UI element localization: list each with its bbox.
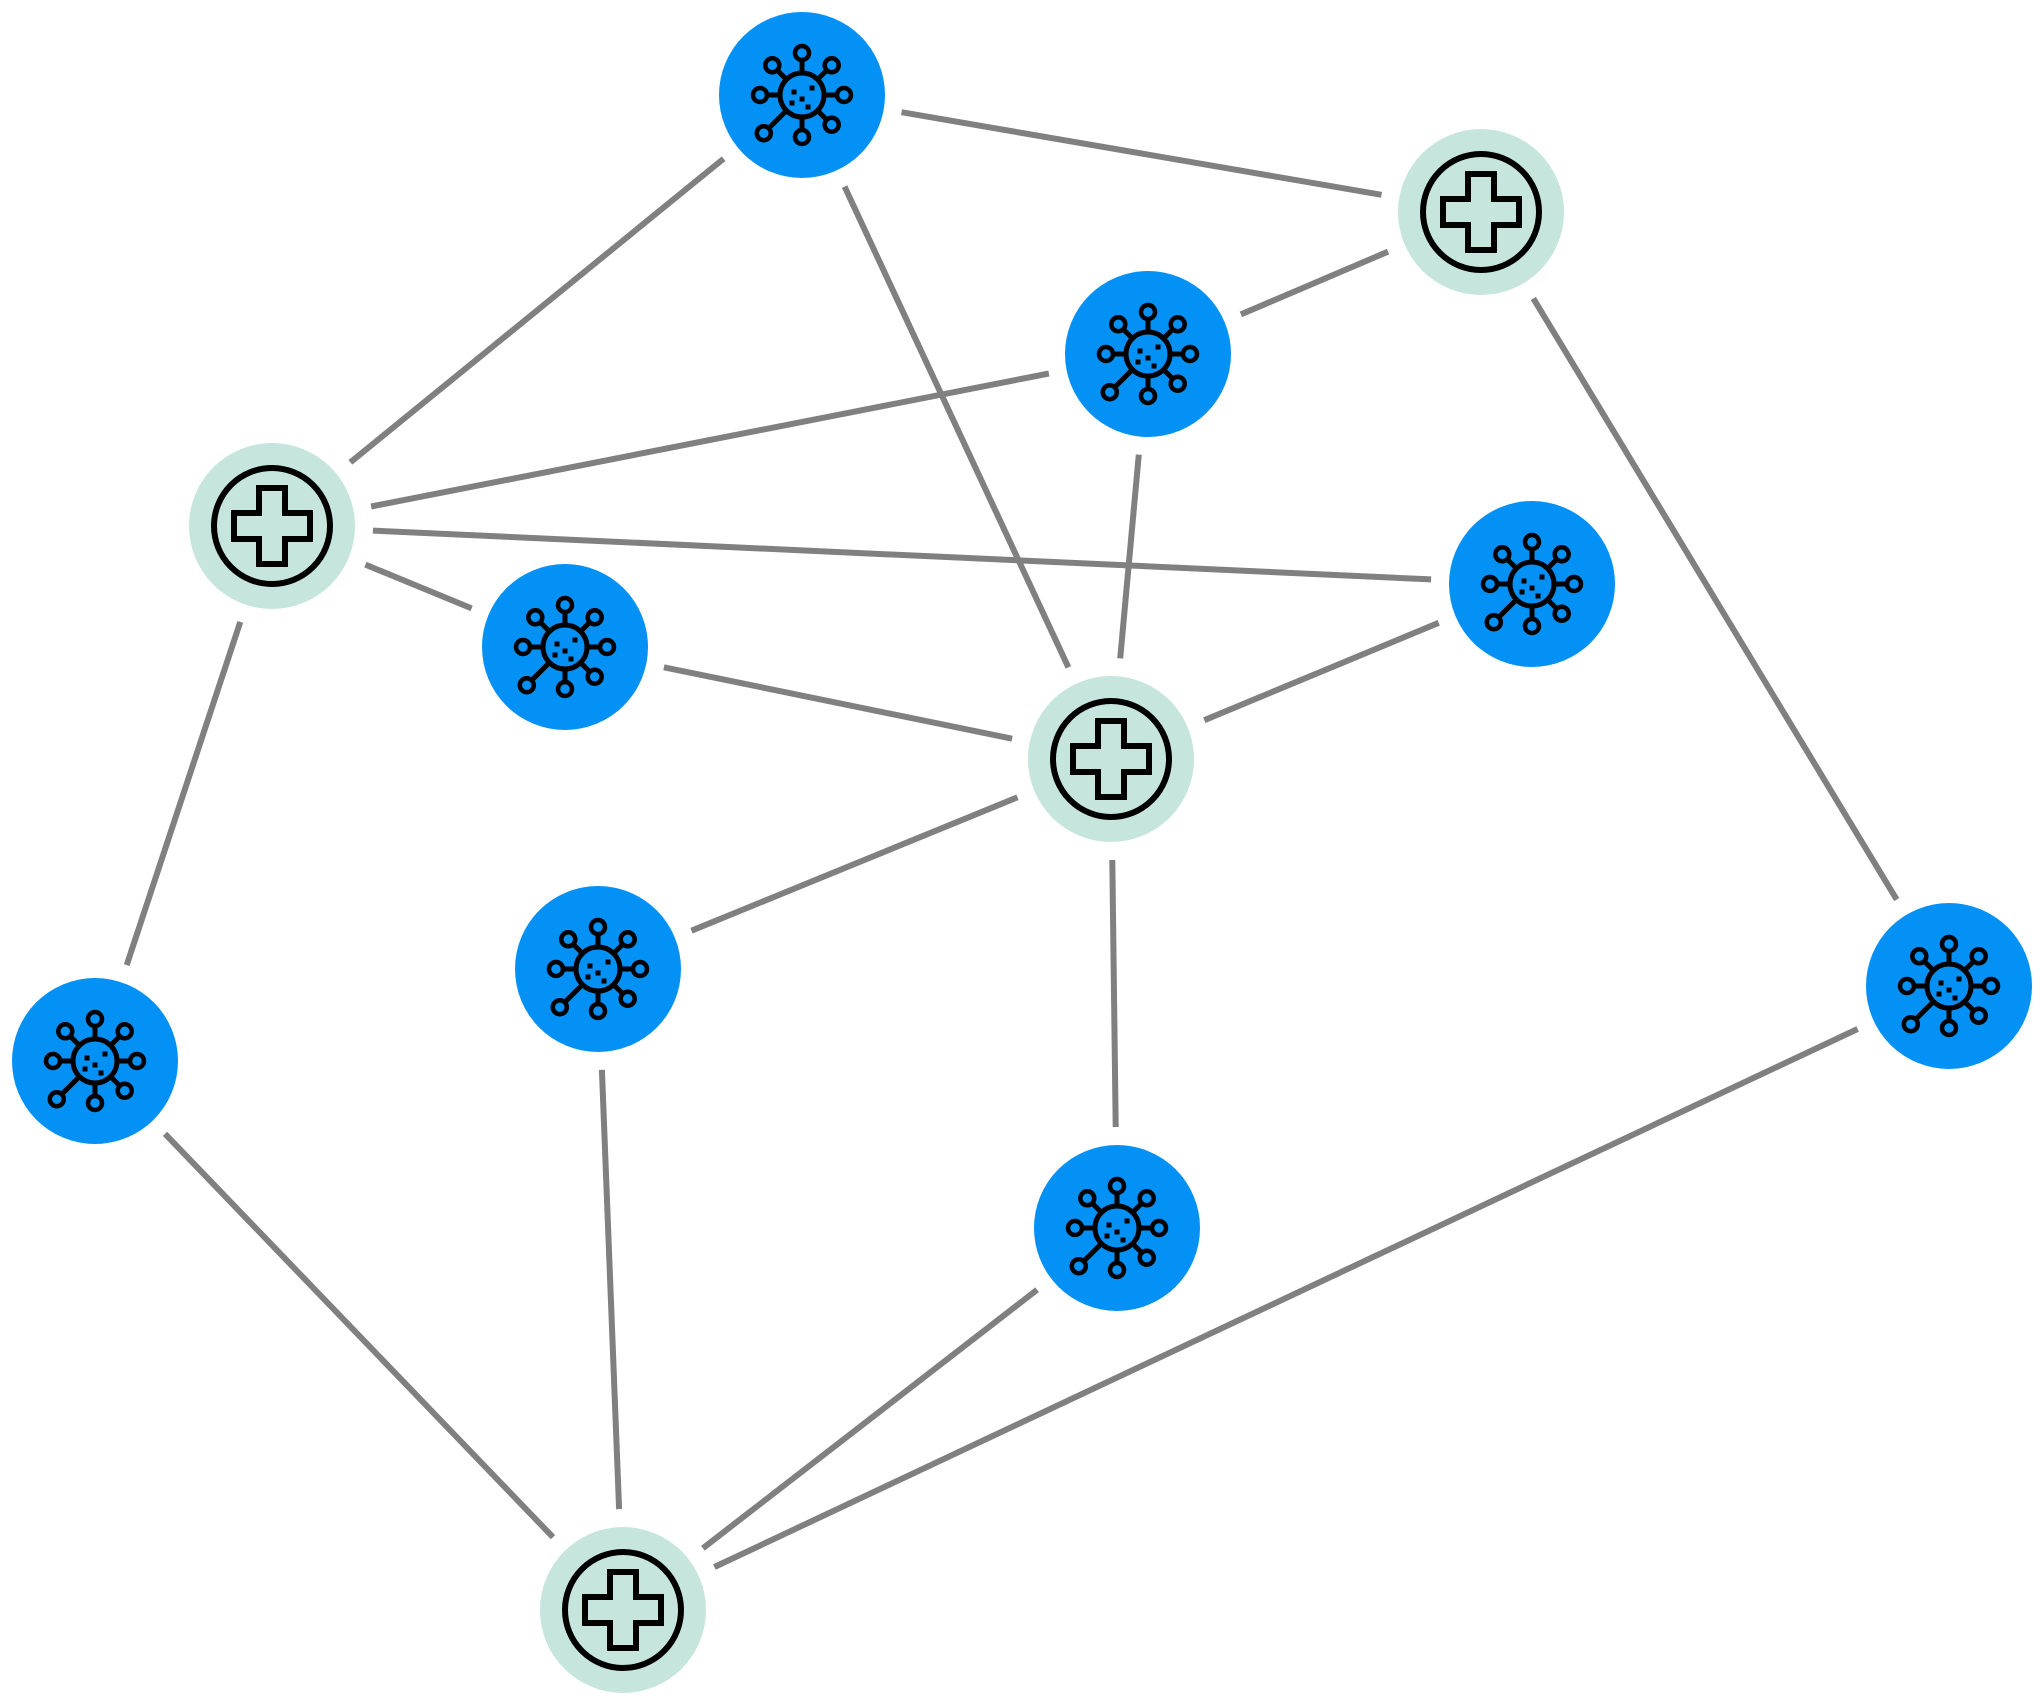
edges-layer [123, 109, 1900, 1570]
virus-node-v2 [1065, 271, 1231, 437]
virus-node-background [1065, 271, 1231, 437]
virus-icon [1480, 532, 1584, 636]
edge-v5-h4 [162, 1131, 556, 1540]
medical-cross-icon [1050, 698, 1172, 820]
edge-v1-h2 [900, 109, 1383, 198]
edge-v8-h4 [713, 1026, 1859, 1570]
edge-v2-h2 [1239, 248, 1390, 318]
virus-node-background [482, 564, 648, 730]
virus-node-background [719, 12, 885, 178]
edge-h1-v2 [370, 370, 1050, 510]
virus-node-background [515, 886, 681, 1052]
edge-h3-v6 [690, 794, 1019, 934]
virus-icon [1897, 934, 2001, 1038]
virus-icon [750, 43, 854, 147]
edge-h1-v3 [364, 561, 473, 612]
virus-node-v3 [482, 564, 648, 730]
virus-node-v4 [1449, 501, 1615, 667]
virus-node-background [12, 978, 178, 1144]
edge-v6-h4 [598, 1069, 623, 1510]
virus-node-v7 [1034, 1145, 1200, 1311]
edge-v1-h1 [348, 156, 726, 465]
edge-v7-h4 [701, 1287, 1039, 1551]
virus-icon [546, 917, 650, 1021]
virus-node-v5 [12, 978, 178, 1144]
virus-icon [1096, 302, 1200, 406]
virus-icon [1065, 1176, 1169, 1280]
virus-node-background [1449, 501, 1615, 667]
nodes-layer [12, 12, 2032, 1693]
virus-icon [43, 1009, 147, 1113]
hospital-node-h4 [540, 1527, 706, 1693]
virus-node-v8 [1866, 903, 2032, 1069]
virus-node-v1 [719, 12, 885, 178]
medical-cross-icon [1420, 151, 1542, 273]
edge-v3-h3 [663, 664, 1013, 742]
hospital-node-h2 [1398, 129, 1564, 295]
edge-v4-h3 [1203, 620, 1440, 723]
hospital-node-h1 [189, 443, 355, 609]
medical-cross-icon [562, 1549, 684, 1671]
virus-icon [513, 595, 617, 699]
virus-node-background [1034, 1145, 1200, 1311]
virus-node-v6 [515, 886, 681, 1052]
virus-node-background [1866, 903, 2032, 1069]
edge-v2-h3 [1117, 454, 1142, 659]
hospital-node-h3 [1028, 676, 1194, 842]
edge-h3-v7 [1109, 859, 1119, 1128]
edge-h2-v8 [1530, 296, 1900, 902]
edge-v1-h3 [841, 185, 1072, 669]
edge-h1-v4 [372, 527, 1432, 583]
medical-cross-icon [211, 465, 333, 587]
edge-h1-v5 [123, 620, 244, 967]
